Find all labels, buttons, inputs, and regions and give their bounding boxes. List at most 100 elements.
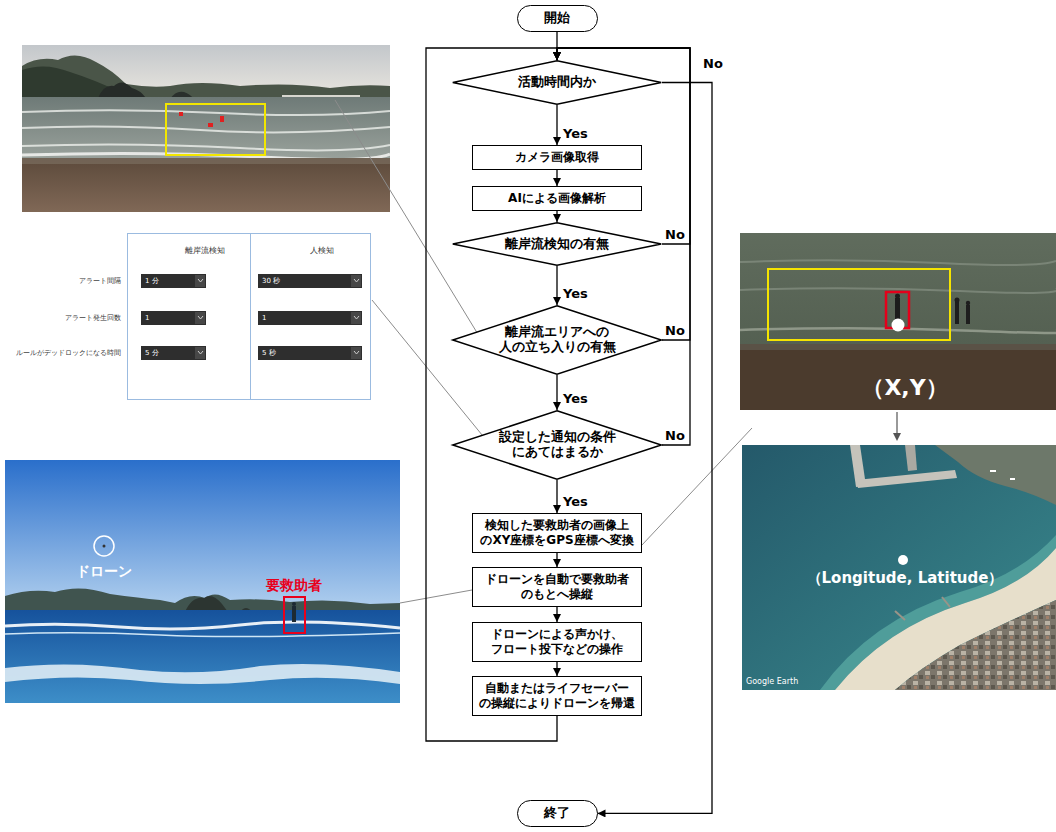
wave (5, 633, 400, 637)
dropdown (258, 274, 362, 288)
arrow-head (893, 433, 901, 441)
branch-label: No (664, 227, 686, 243)
coordinate-label: （X,Y） (825, 375, 985, 401)
coordinate-label: （Longitude, Latitude） (785, 569, 1025, 587)
node-text: ドローンによる声かけ、 フロート投下などの操作 (476, 627, 638, 657)
leader-line (372, 300, 500, 457)
column-divider (250, 234, 251, 400)
flow-arrow (556, 105, 557, 145)
chevron (354, 316, 359, 319)
camera-photo (740, 233, 1056, 410)
sea (742, 445, 1056, 690)
position-dot (898, 555, 908, 565)
flow-arrow (556, 480, 557, 513)
person (895, 298, 900, 322)
chevron (198, 351, 203, 354)
leader-line (335, 100, 487, 349)
branch-label: Yes (562, 391, 589, 407)
node-text: 自動またはライフセーバー の操縦によりドローンを帰還 (476, 681, 638, 711)
sky (5, 460, 400, 612)
dropdown (258, 311, 362, 325)
chevron (354, 351, 359, 354)
node-text: 設定した通知の条件 にあてはまるか (494, 430, 620, 460)
decision-diamond: 離岸流エリアへの 人の立ち入りの有無 (452, 305, 662, 375)
person (292, 606, 296, 622)
beach-photo (22, 45, 390, 212)
dropdown (258, 346, 362, 360)
leader-line (400, 590, 472, 603)
process-box: カメラ画像取得 (472, 145, 642, 170)
wave (740, 260, 1056, 265)
dropdown-button (351, 312, 361, 324)
dropdown-button (195, 275, 205, 287)
sea (5, 610, 400, 703)
diamond-outline (453, 61, 662, 105)
sky (22, 45, 390, 97)
sand (22, 158, 390, 212)
wave (22, 144, 390, 150)
node-text: 離岸流エリアへの 人の立ち入りの有無 (494, 325, 620, 355)
detection-mark (179, 112, 183, 116)
conversion-arrow (893, 412, 901, 441)
drone-marker (94, 536, 114, 556)
branch-label: No (664, 428, 686, 444)
setting-name: アラート発生回数 (10, 314, 121, 322)
branch-label: No (664, 323, 686, 339)
island (185, 596, 228, 612)
column-header: 離岸流検知 (145, 246, 265, 256)
mountains (5, 588, 400, 612)
photo-label: ドローン (54, 563, 154, 580)
groyne (942, 597, 950, 607)
arrow-line (896, 412, 897, 434)
dropdown-button (351, 275, 361, 287)
person (895, 294, 900, 299)
wave (22, 110, 390, 115)
branch-label: Yes (562, 286, 589, 302)
rip-current-box (166, 104, 265, 155)
decision-diamond: 設定した通知の条件 にあてはまるか (452, 410, 662, 480)
pier (905, 445, 917, 471)
node-text: AIによる画像解析 (476, 191, 638, 206)
branch-label: Yes (562, 494, 589, 510)
flow-arrow (556, 375, 557, 410)
breakwater (856, 470, 957, 488)
wet-sand (22, 158, 390, 164)
column-header: 人検知 (262, 246, 382, 256)
drone (103, 545, 106, 548)
panel-frame (128, 234, 371, 400)
dropdown-value: 5 分 (145, 349, 193, 357)
diamond-outline (453, 411, 662, 480)
flow-arrow (556, 266, 557, 305)
branch-label: Yes (562, 126, 589, 142)
dropdown-value: 5 秒 (262, 349, 348, 357)
process-box: 検知した要救助者の画像上 のXY座標をGPS座標へ変換 (472, 513, 642, 553)
dropdown (141, 274, 206, 288)
satellite-map (742, 445, 1056, 690)
person (966, 305, 970, 324)
hills (22, 55, 390, 97)
chevron (198, 316, 203, 319)
dropdown-button (195, 347, 205, 359)
position-dot (892, 319, 905, 332)
wave (22, 126, 390, 132)
detection-mark (220, 116, 224, 122)
flow-arrow (556, 607, 557, 622)
dropdown-button (195, 312, 205, 324)
node-text: カメラ画像取得 (476, 150, 638, 165)
dropdown-button (351, 347, 361, 359)
person (955, 298, 960, 303)
sea (740, 233, 1056, 410)
person (292, 602, 296, 606)
groyne (895, 611, 905, 620)
dropdown-value: 30 秒 (262, 277, 348, 285)
dropdown-value: 1 (145, 314, 193, 322)
node-text: 離岸流検知の有無 (505, 237, 609, 252)
flow-arrow (556, 553, 557, 567)
dropdown (141, 311, 206, 325)
flow-arrow (556, 211, 557, 222)
photo-label: 要救助者 (234, 577, 354, 594)
town (895, 600, 1056, 690)
shallow-water (820, 535, 1056, 690)
dropdown-value: 1 分 (145, 277, 193, 285)
